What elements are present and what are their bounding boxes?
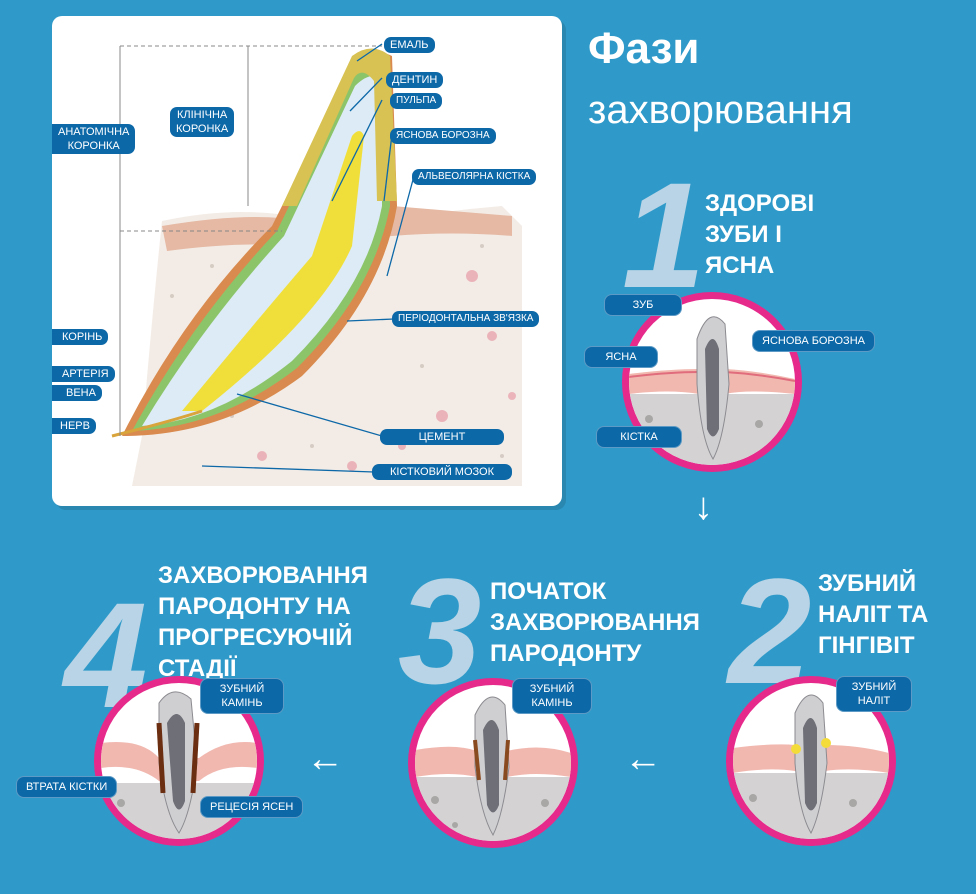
stage-3-calculus-line1: ЗУБНИЙ — [529, 683, 575, 695]
anatomic-crown-line2: КОРОНКА — [67, 140, 120, 152]
stage-3-line1: ПОЧАТОК — [490, 578, 607, 605]
stage-1-number: 1 — [622, 151, 706, 319]
stage-4-line1: ЗАХВОРЮВАННЯ — [158, 562, 368, 589]
stage-4-line3: ПРОГРЕСУЮЧІЙ — [158, 624, 353, 651]
anatomic-crown-label: АНАТОМІЧНА КОРОНКА — [52, 124, 136, 154]
stage-1-title: ЗДОРОВІ ЗУБИ І ЯСНА — [705, 188, 814, 281]
enamel-label: ЕМАЛЬ — [384, 37, 435, 53]
bone-marrow-label: КІСТКОВИЙ МОЗОК — [372, 464, 512, 480]
stage-4-calculus-line2: КАМІНЬ — [221, 697, 263, 709]
stage-2-plaque-line1: ЗУБНИЙ — [851, 681, 897, 693]
artery-label: АРТЕРІЯ — [52, 366, 115, 382]
alveolar-bone-label: АЛЬВЕОЛЯРНА КІСТКА — [412, 169, 537, 185]
dentin-label: ДЕНТИН — [386, 72, 444, 88]
stage-1-line1: ЗДОРОВІ — [705, 190, 815, 217]
stage-4-recession-label: РЕЦЕСІЯ ЯСЕН — [200, 796, 304, 818]
tooth-anatomy-panel: ЕМАЛЬ ДЕНТИН ПУЛЬПА ЯСНОВА БОРОЗНА АЛЬВЕ… — [52, 16, 562, 506]
periodontal-ligament-label: ПЕРІОДОНТАЛЬНА ЗВ'ЯЗКА — [392, 311, 540, 327]
clinical-crown-line2: КОРОНКА — [176, 123, 229, 135]
arrow-down-icon: ↓ — [694, 486, 713, 528]
vein-label: ВЕНА — [52, 385, 102, 401]
stage-4-line2: ПАРОДОНТУ НА — [158, 593, 351, 620]
page-subtitle: захворювання — [588, 88, 853, 132]
stage-2-line1: ЗУБНИЙ — [818, 570, 917, 597]
stage-3-calculus-line2: КАМІНЬ — [531, 697, 573, 709]
stage-2-plaque-label: ЗУБНИЙ НАЛІТ — [836, 676, 912, 712]
early-periodontitis-tooth-illustration — [415, 696, 571, 841]
stage-2-line3: ГІНГІВІТ — [818, 632, 915, 659]
stage-1-tooth-label: ЗУБ — [604, 294, 682, 316]
stage-1-bone-label: КІСТКА — [596, 426, 682, 448]
stage-4-title: ЗАХВОРЮВАННЯ ПАРОДОНТУ НА ПРОГРЕСУЮЧІЙ С… — [158, 560, 368, 684]
clinical-crown-label: КЛІНІЧНА КОРОНКА — [170, 107, 235, 137]
nerve-label: НЕРВ — [52, 418, 96, 434]
stage-1-gum-label: ЯСНА — [584, 346, 658, 368]
stage-2-diagram — [726, 676, 896, 846]
stage-2-title: ЗУБНИЙ НАЛІТ ТА ГІНГІВІТ — [818, 568, 928, 661]
tooth-cross-section-illustration — [111, 43, 522, 486]
stage-2-line2: НАЛІТ ТА — [818, 601, 929, 628]
stage-4-bone-loss-label: ВТРАТА КІСТКИ — [16, 776, 118, 798]
page-title: Фази — [588, 24, 700, 73]
root-label: КОРІНЬ — [52, 329, 109, 345]
gingival-sulcus-label: ЯСНОВА БОРОЗНА — [390, 128, 496, 144]
stage-4-calculus-line1: ЗУБНИЙ — [219, 683, 265, 695]
arrow-left-icon-3: ← — [306, 738, 344, 780]
clinical-crown-line1: КЛІНІЧНА — [176, 109, 228, 121]
stage-3-title: ПОЧАТОК ЗАХВОРЮВАННЯ ПАРОДОНТУ — [490, 576, 700, 669]
stage-3-line2: ЗАХВОРЮВАННЯ — [490, 609, 700, 636]
cementum-label: ЦЕМЕНТ — [380, 429, 504, 445]
anatomic-crown-line1: АНАТОМІЧНА — [58, 126, 130, 138]
stage-1-line2: ЗУБИ І — [705, 221, 782, 248]
stage-1-line3: ЯСНА — [705, 252, 775, 279]
stage-4-diagram — [94, 676, 264, 846]
stage-3-line3: ПАРОДОНТУ — [490, 640, 642, 667]
arrow-left-icon-2: ← — [624, 738, 662, 780]
stage-1-sulcus-label: ЯСНОВА БОРОЗНА — [752, 330, 875, 352]
stage-4-calculus-label: ЗУБНИЙ КАМІНЬ — [200, 678, 284, 714]
stage-3-calculus-label: ЗУБНИЙ КАМІНЬ — [512, 678, 592, 714]
pulp-label: ПУЛЬПА — [390, 93, 443, 109]
stage-2-plaque-line2: НАЛІТ — [857, 695, 891, 707]
stage-3-diagram — [408, 678, 578, 848]
